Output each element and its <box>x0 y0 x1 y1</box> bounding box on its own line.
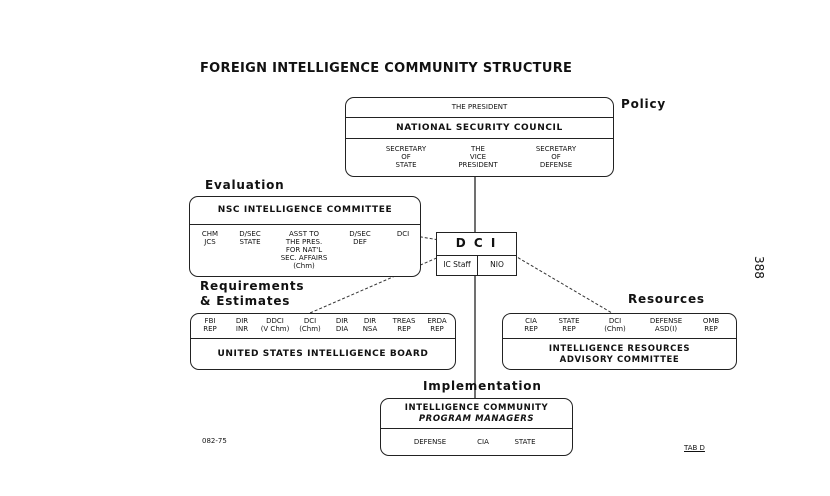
section-policy: Policy <box>621 97 667 111</box>
page-number: 388 <box>752 256 766 279</box>
section-evaluation: Evaluation <box>205 178 285 192</box>
tab-label: TAB D <box>684 444 705 452</box>
icpm-member-state: STATE <box>514 438 536 446</box>
policy-box: THE PRESIDENT NATIONAL SECURITY COUNCIL … <box>345 97 614 177</box>
usib-label: UNITED STATES INTELLIGENCE BOARD <box>217 349 429 359</box>
usib-member-dci: DCI(Chm) <box>299 317 321 333</box>
icpm-label: INTELLIGENCE COMMUNITY PROGRAM MANAGERS <box>404 403 549 424</box>
icpm-member-defense: DEFENSE <box>413 438 447 446</box>
nsc-label: NATIONAL SECURITY COUNCIL <box>396 123 563 133</box>
dci-ic-staff: IC Staff <box>443 260 471 269</box>
nsc-committee-label: NSC INTELLIGENCE COMMITTEE <box>217 205 393 215</box>
doc-number: 082-75 <box>202 437 227 445</box>
nsc-member-dci: DCI <box>396 230 410 238</box>
dci-label: D C I <box>455 236 498 250</box>
dci-nio: NIO <box>490 260 504 269</box>
dci-box: D C I IC Staff NIO <box>436 232 517 276</box>
irac-member-dci: DCI(Chm) <box>604 317 626 333</box>
dci-to-irac-dashed-line <box>504 249 613 314</box>
diagram-title: FOREIGN INTELLIGENCE COMMUNITY STRUCTURE <box>200 61 573 76</box>
section-implementation: Implementation <box>423 379 542 393</box>
president-label: THE PRESIDENT <box>451 103 508 111</box>
section-requirements: Requirements <box>200 279 305 293</box>
usib-member-ddci: DDCI(V Chm) <box>260 317 290 333</box>
icpm-box: INTELLIGENCE COMMUNITY PROGRAM MANAGERS … <box>380 398 573 456</box>
section-estimates: & Estimates <box>200 294 291 308</box>
dci-to-usib-dashed-line <box>309 249 456 314</box>
section-resources: Resources <box>628 292 705 306</box>
icpm-member-cia: CIA <box>477 438 489 446</box>
